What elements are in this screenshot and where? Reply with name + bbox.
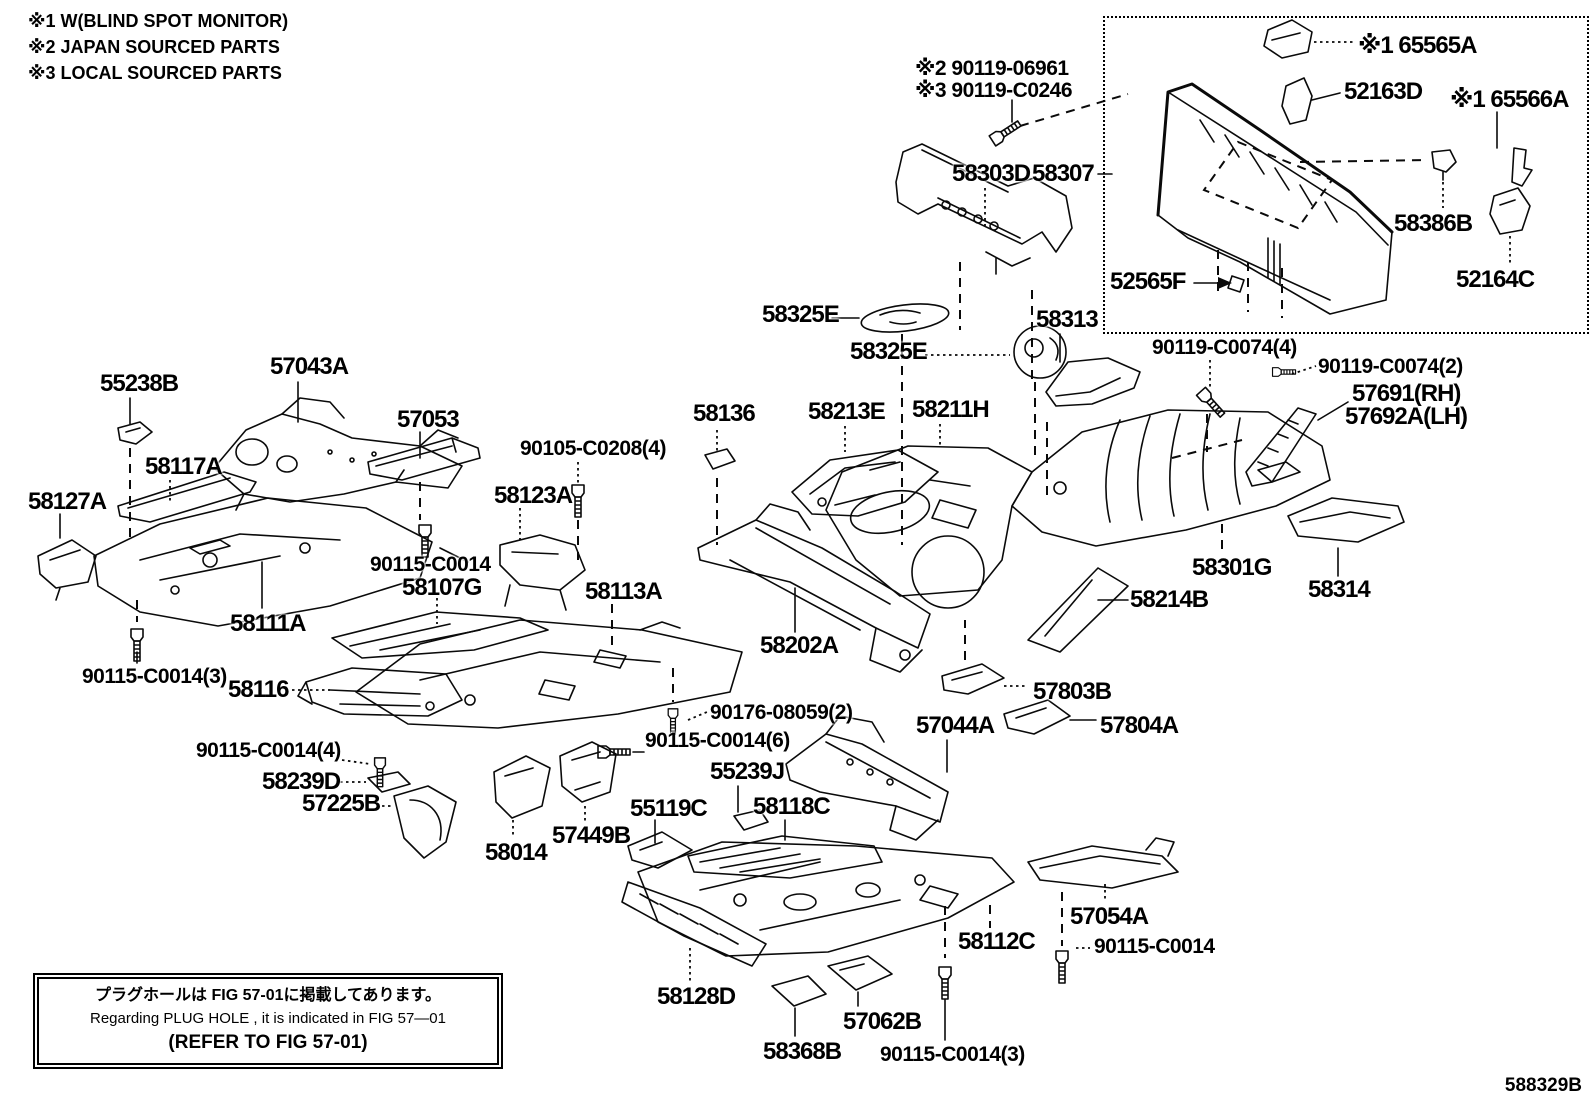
part-label-57053: 57053 bbox=[397, 406, 460, 433]
part-label-58113A: 58113A bbox=[585, 578, 663, 605]
part-label-65566A: ※1 65566A bbox=[1450, 86, 1569, 113]
seat-plate-art bbox=[941, 620, 1097, 735]
upper-crossmember-art bbox=[895, 93, 1129, 385]
part-label-90119-C0074-4: 90119-C0074(4) bbox=[1152, 336, 1297, 359]
part-label-58136: 58136 bbox=[693, 400, 756, 427]
part-label-58202A: 58202A bbox=[760, 632, 839, 659]
part-label-58014: 58014 bbox=[485, 839, 548, 866]
part-label-90176-08059-2: 90176-08059(2) bbox=[710, 701, 853, 724]
rear-floor-art bbox=[704, 360, 1405, 653]
part-label-55119C: 55119C bbox=[630, 795, 708, 822]
part-label-90115-C0014-3b: 90115-C0014(3) bbox=[880, 1043, 1025, 1066]
plug-hole-note-ref: (REFER TO FIG 57-01) bbox=[168, 1032, 368, 1053]
part-label-52164C: 52164C bbox=[1456, 266, 1535, 293]
rear-panel-inset-frame bbox=[1103, 16, 1589, 334]
part-label-90119-C0074-2: 90119-C0074(2) bbox=[1318, 355, 1463, 378]
part-label-58117A: 58117A bbox=[145, 453, 223, 480]
part-label-57804A: 57804A bbox=[1100, 712, 1179, 739]
bolt-icon bbox=[1271, 367, 1297, 377]
part-label-57692A-LH: 57692A(LH) bbox=[1345, 403, 1468, 430]
part-label-58118C: 58118C bbox=[753, 793, 831, 820]
plug-and-strip-art bbox=[831, 303, 1141, 545]
part-label-58313: 58313 bbox=[1036, 306, 1099, 333]
part-label-58214B: 58214B bbox=[1130, 586, 1209, 613]
plug-hole-note-jp: プラグホールは FIG 57-01に掲載してあります。 bbox=[95, 987, 441, 1004]
bolt-icon bbox=[1055, 950, 1069, 984]
bolt-icon bbox=[373, 757, 387, 788]
bottom-floor-art bbox=[621, 837, 1179, 1041]
part-label-90105-C0208-4: 90105-C0208(4) bbox=[520, 437, 666, 460]
part-label-90115-C0014-6: 90115-C0014(6) bbox=[645, 729, 790, 752]
part-label-90119-C0246: ※3 90119-C0246 bbox=[915, 79, 1073, 102]
part-label-58128D: 58128D bbox=[657, 983, 736, 1010]
part-label-65565A: ※1 65565A bbox=[1358, 32, 1477, 59]
part-label-57054A: 57054A bbox=[1070, 903, 1149, 930]
part-label-58116: 58116 bbox=[228, 676, 289, 703]
legend-note-3: ※3 LOCAL SOURCED PARTS bbox=[28, 63, 282, 83]
bolt-icon bbox=[1195, 386, 1228, 420]
part-label-52163D: 52163D bbox=[1344, 78, 1423, 105]
part-label-90115-C0014-a: 90115-C0014 bbox=[370, 553, 491, 576]
part-label-58325E-1: 58325E bbox=[762, 301, 840, 328]
diagram-code: 588329B bbox=[1504, 1075, 1582, 1096]
part-label-58213E: 58213E bbox=[808, 398, 886, 425]
part-label-57803B: 57803B bbox=[1033, 678, 1112, 705]
part-label-55239J: 55239J bbox=[710, 758, 785, 785]
part-label-58111A: 58111A bbox=[230, 610, 306, 637]
part-label-57044A: 57044A bbox=[916, 712, 995, 739]
part-label-58123A: 58123A bbox=[494, 482, 573, 509]
part-label-58211H: 58211H bbox=[912, 396, 990, 423]
part-label-90115-C0014-b: 90115-C0014 bbox=[1094, 935, 1215, 958]
part-label-90115-C0014-4: 90115-C0014(4) bbox=[196, 739, 341, 762]
center-bracket-art bbox=[499, 462, 586, 611]
bolt-icon bbox=[988, 117, 1024, 147]
part-label-58239D: 58239D bbox=[262, 768, 341, 795]
part-label-58112C: 58112C bbox=[958, 928, 1036, 955]
part-label-58301G: 58301G bbox=[1192, 554, 1272, 581]
part-label-90119-06961: ※2 90119-06961 bbox=[915, 57, 1069, 80]
part-label-58368B: 58368B bbox=[763, 1038, 842, 1065]
part-label-57043A: 57043A bbox=[270, 353, 349, 380]
part-label-55238B: 55238B bbox=[100, 370, 179, 397]
part-label-57225B: 57225B bbox=[302, 790, 381, 817]
part-label-90115-C0014-3a: 90115-C0014(3) bbox=[82, 665, 227, 688]
part-label-58314: 58314 bbox=[1308, 576, 1371, 603]
center-floor-art bbox=[292, 503, 931, 729]
part-label-58303D: 58303D bbox=[952, 160, 1031, 187]
bolt-icon bbox=[571, 484, 585, 518]
part-label-57449B: 57449B bbox=[552, 822, 631, 849]
legend-note-1: ※1 W(BLIND SPOT MONITOR) bbox=[28, 11, 289, 31]
part-label-58107G: 58107G bbox=[402, 574, 482, 601]
part-label-58307: 58307 bbox=[1032, 160, 1095, 187]
legend-note-2: ※2 JAPAN SOURCED PARTS bbox=[28, 37, 280, 57]
rear-panel-inset-art bbox=[1156, 19, 1533, 318]
bolt-icon bbox=[938, 966, 952, 1000]
part-label-57062B: 57062B bbox=[843, 1008, 922, 1035]
part-label-52565F: 52565F bbox=[1110, 268, 1186, 295]
part-label-58386B: 58386B bbox=[1394, 210, 1473, 237]
lower-crossmember-art bbox=[340, 668, 949, 879]
part-label-58127A: 58127A bbox=[28, 488, 107, 515]
part-label-57691-RH: 57691(RH) bbox=[1352, 380, 1461, 407]
legend-notes: ※1 W(BLIND SPOT MONITOR) ※2 JAPAN SOURCE… bbox=[28, 8, 288, 86]
front-floor-art bbox=[37, 381, 481, 664]
plug-hole-note-en: Regarding PLUG HOLE , it is indicated in… bbox=[89, 1010, 446, 1027]
plug-hole-note-box: プラグホールは FIG 57-01に掲載してあります。 Regarding PL… bbox=[33, 973, 503, 1069]
part-label-58325E-2: 58325E bbox=[850, 338, 928, 365]
